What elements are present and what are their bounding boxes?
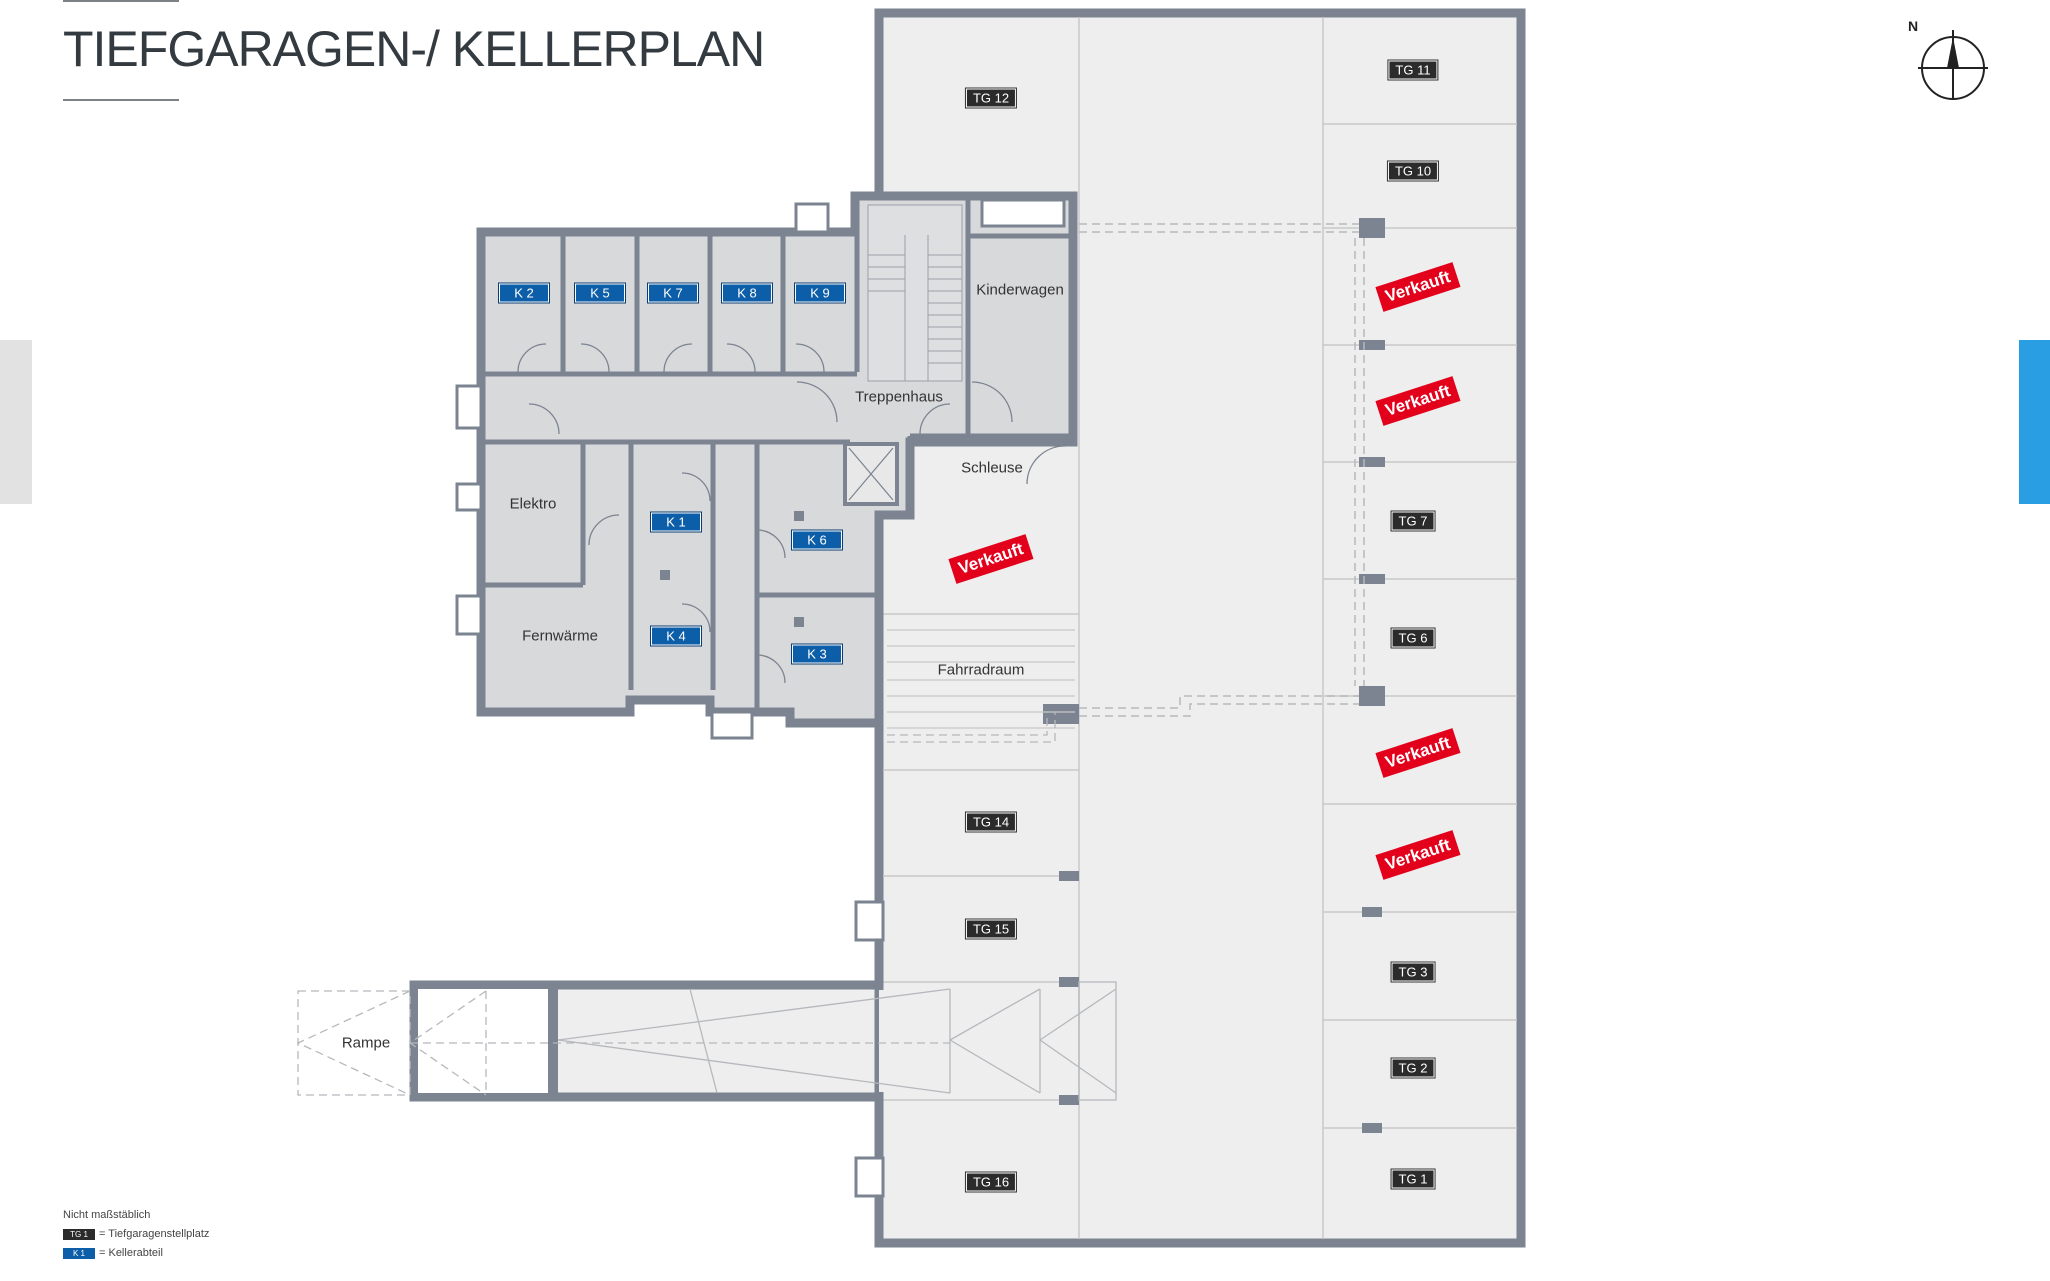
room-kinderwagen: Kinderwagen — [976, 281, 1064, 299]
title-rule-bottom — [63, 99, 179, 101]
bike-stands — [887, 629, 1075, 729]
cellar-k2[interactable]: K 2 — [498, 282, 550, 304]
garage-tg7[interactable]: TG 7 — [1390, 510, 1436, 532]
garage-tg10[interactable]: TG 10 — [1386, 160, 1440, 182]
room-rampe: Rampe — [341, 1034, 391, 1052]
garage-tg15[interactable]: TG 15 — [964, 918, 1018, 940]
garage-tg12[interactable]: TG 12 — [964, 87, 1018, 109]
room-fernwaerme: Fernwärme — [522, 627, 598, 645]
room-schleuse: Schleuse — [961, 459, 1023, 477]
garage-tg1[interactable]: TG 1 — [1390, 1168, 1436, 1190]
right-page-tab[interactable] — [2019, 340, 2050, 504]
legend-note: Nicht maßstäblich — [63, 1209, 151, 1221]
legend-text-cellar: = Kellerabteil — [99, 1247, 163, 1259]
ramp-guides — [557, 981, 1117, 1101]
north-label: N — [1908, 18, 1919, 34]
light-wells — [455, 198, 1066, 1198]
cellar-k9[interactable]: K 9 — [794, 282, 846, 304]
legend-row-garage: TG 1 = Tiefgaragenstellplatz — [63, 1225, 209, 1244]
garage-tg16[interactable]: TG 16 — [964, 1171, 1018, 1193]
cellar-k1[interactable]: K 1 — [650, 511, 702, 533]
cellar-walls — [485, 200, 1071, 712]
room-treppenhaus: Treppenhaus — [855, 388, 943, 406]
cellar-k7[interactable]: K 7 — [647, 282, 699, 304]
legend-text-garage: = Tiefgaragenstellplatz — [99, 1228, 210, 1240]
title-rule-top — [63, 0, 179, 2]
cellar-k4[interactable]: K 4 — [650, 625, 702, 647]
room-elektro: Elektro — [509, 495, 557, 513]
left-page-tab[interactable] — [0, 340, 32, 504]
door-swings — [517, 343, 1066, 684]
cellar-k5[interactable]: K 5 — [574, 282, 626, 304]
legend: Nicht maßstäblich TG 1 = Tiefgaragenstel… — [63, 1206, 209, 1263]
staircase — [867, 204, 963, 382]
structural-columns — [1043, 218, 1385, 1133]
ramp-opening — [418, 989, 549, 1093]
cellar-k3[interactable]: K 3 — [791, 643, 843, 665]
garage-tg6[interactable]: TG 6 — [1390, 627, 1436, 649]
beam-lines — [1079, 223, 1365, 717]
garage-tg3[interactable]: TG 3 — [1390, 961, 1436, 983]
ramp-dashed — [296, 990, 950, 1096]
legend-row-cellar: K 1 = Kellerabteil — [63, 1244, 209, 1263]
left-stall-dividers — [883, 613, 1079, 1101]
garage-tg14[interactable]: TG 14 — [964, 811, 1018, 833]
garage-tg11[interactable]: TG 11 — [1387, 59, 1439, 81]
legend-chip-garage: TG 1 — [63, 1229, 95, 1240]
cellar-k6[interactable]: K 6 — [791, 529, 843, 551]
room-fahrradraum: Fahrradraum — [937, 661, 1025, 679]
legend-chip-cellar: K 1 — [63, 1248, 95, 1259]
page-title: TIEFGARAGEN-/ KELLERPLAN — [63, 21, 765, 77]
garage-tg2[interactable]: TG 2 — [1390, 1057, 1436, 1079]
cellar-k8[interactable]: K 8 — [721, 282, 773, 304]
